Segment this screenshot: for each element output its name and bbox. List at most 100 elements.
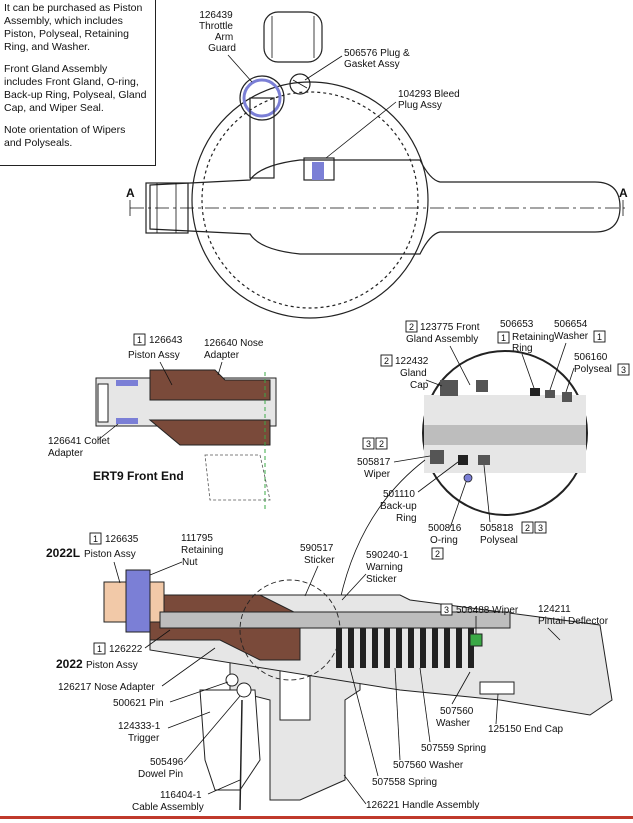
- svg-text:Adapter: Adapter: [204, 350, 240, 361]
- ert9-collet-bottom: [116, 418, 138, 424]
- svg-text:Trigger: Trigger: [128, 733, 160, 744]
- detail-polyseal-top: [562, 392, 572, 402]
- svg-text:506653: 506653: [500, 319, 534, 330]
- svg-text:2022L: 2022L: [46, 546, 80, 560]
- dowel-pin-part: [236, 682, 252, 698]
- svg-text:Nut: Nut: [182, 557, 198, 568]
- svg-text:506654: 506654: [554, 319, 588, 330]
- label-gland-cap: 2 122432 Gland Cap: [380, 354, 443, 391]
- svg-text:505817: 505817: [357, 457, 391, 468]
- label-throttle-guard: 126439 Throttle Arm Guard: [199, 10, 253, 83]
- label-wiper-detail: 3 2 505817 Wiper: [357, 437, 431, 480]
- svg-text:506160: 506160: [574, 352, 608, 363]
- svg-text:Sticker: Sticker: [304, 555, 335, 566]
- svg-text:Arm: Arm: [215, 32, 233, 43]
- cable-part: [239, 699, 243, 811]
- svg-text:124333-1: 124333-1: [118, 721, 161, 732]
- svg-text:500816: 500816: [428, 523, 462, 534]
- detail-retaining-ring: [530, 388, 540, 396]
- throttle-guard: [239, 75, 285, 121]
- label-washer: 506654 Washer 1: [549, 319, 606, 391]
- spring-coils: [336, 628, 474, 668]
- label-nose-adapter-main: 126217 Nose Adapter: [58, 682, 155, 693]
- section-marker-right: A: [619, 186, 628, 200]
- wiper-506488: [469, 633, 483, 647]
- svg-text:Cap: Cap: [410, 380, 429, 391]
- label-oring: 500816 O-ring 2: [428, 481, 467, 560]
- detail-polyseal-bottom: [478, 455, 490, 465]
- svg-text:104293 Bleed: 104293 Bleed: [398, 89, 460, 100]
- svg-text:1: 1: [93, 534, 98, 544]
- svg-text:2: 2: [409, 322, 414, 332]
- svg-text:126222: 126222: [109, 644, 143, 655]
- svg-text:Washer: Washer: [436, 718, 471, 729]
- svg-text:Wiper: Wiper: [364, 469, 391, 480]
- svg-text:1: 1: [597, 332, 602, 342]
- svg-text:Piston Assy: Piston Assy: [128, 350, 180, 361]
- svg-text:Gland: Gland: [400, 368, 427, 379]
- detail-rod: [424, 425, 586, 445]
- throttle-arm: [249, 97, 275, 179]
- throttle-guard-ring: [242, 78, 282, 118]
- label-pintail: 124211 Pintail Deflector: [538, 604, 609, 641]
- label-retaining-nut: 111795 Retaining Nut: [149, 533, 223, 576]
- svg-text:124211: 124211: [538, 604, 571, 615]
- retaining-nut: [125, 569, 151, 633]
- svg-text:3: 3: [621, 365, 626, 375]
- detail-view: 2 123775 Front Gland Assembly 506653 1 R…: [339, 319, 630, 601]
- svg-text:1: 1: [97, 644, 102, 654]
- label-cable: 116404-1 Cable Assembly: [132, 779, 241, 813]
- svg-text:Washer: Washer: [554, 331, 589, 342]
- label-sticker: 590517 Sticker: [300, 543, 335, 597]
- svg-text:Pintail Deflector: Pintail Deflector: [538, 616, 609, 627]
- svg-text:3: 3: [538, 523, 543, 533]
- svg-text:111795: 111795: [181, 533, 213, 544]
- svg-text:126641 Collet: 126641 Collet: [48, 436, 110, 447]
- svg-text:506488 Wiper: 506488 Wiper: [456, 605, 519, 616]
- svg-text:1: 1: [501, 333, 506, 343]
- label-handle-assembly: 126221 Handle Assembly: [366, 800, 479, 811]
- svg-text:Ring: Ring: [512, 343, 533, 354]
- end-cap: [479, 681, 515, 695]
- label-piston-2022: 1 126222 2022 Piston Assy: [56, 629, 171, 671]
- label-plug-gasket: 506576 Plug & Gasket Assy: [304, 48, 410, 81]
- label-dowel-pin: 505496 Dowel Pin: [138, 695, 241, 780]
- svg-text:Back-up: Back-up: [380, 501, 417, 512]
- note-piston-assembly: It can be purchased as Piston Assembly, …: [4, 2, 143, 53]
- svg-text:126635: 126635: [105, 534, 139, 545]
- svg-text:Polyseal: Polyseal: [574, 364, 612, 375]
- main-assembly: 1 126635 2022L Piston Assy 111795 Retain…: [46, 532, 613, 813]
- handle-outline-inner: [201, 91, 419, 309]
- svg-text:126439: 126439: [199, 10, 233, 21]
- svg-text:2: 2: [384, 356, 389, 366]
- svg-text:123775 Front: 123775 Front: [420, 322, 480, 333]
- svg-text:116404-1: 116404-1: [160, 790, 202, 801]
- handle-outline-outer: [191, 81, 429, 319]
- label-backup-ring: 501110 Back-up Ring: [380, 461, 459, 524]
- ert9-nose-adapter: [149, 369, 271, 401]
- trigger-part: [199, 689, 261, 791]
- label-piston-2022l: 1 126635 2022L Piston Assy: [46, 532, 139, 584]
- svg-text:3: 3: [366, 439, 371, 449]
- detail-washer: [545, 390, 555, 398]
- svg-text:590517: 590517: [300, 543, 334, 554]
- svg-text:Gasket Assy: Gasket Assy: [344, 59, 400, 70]
- label-warning-sticker: 590240-1 Warning Sticker: [341, 550, 409, 601]
- svg-text:Cable Assembly: Cable Assembly: [132, 802, 204, 813]
- svg-text:O-ring: O-ring: [430, 535, 458, 546]
- label-spring-507558: 507558 Spring: [372, 777, 437, 788]
- svg-text:Piston Assy: Piston Assy: [86, 660, 138, 671]
- label-spring-507559: 507559 Spring: [421, 743, 486, 754]
- svg-text:Adapter: Adapter: [48, 448, 84, 459]
- svg-text:506576 Plug &: 506576 Plug &: [344, 48, 410, 59]
- svg-text:Guard: Guard: [208, 43, 236, 54]
- ert9-collet-top: [116, 380, 138, 386]
- svg-text:Dowel Pin: Dowel Pin: [138, 769, 183, 780]
- svg-text:Retaining: Retaining: [512, 332, 554, 343]
- svg-text:Throttle: Throttle: [199, 21, 233, 32]
- bleed-plug-insert: [312, 162, 324, 180]
- detail-gland-cap: [440, 380, 458, 396]
- svg-text:2022: 2022: [56, 657, 83, 671]
- bottom-rule: [0, 816, 633, 819]
